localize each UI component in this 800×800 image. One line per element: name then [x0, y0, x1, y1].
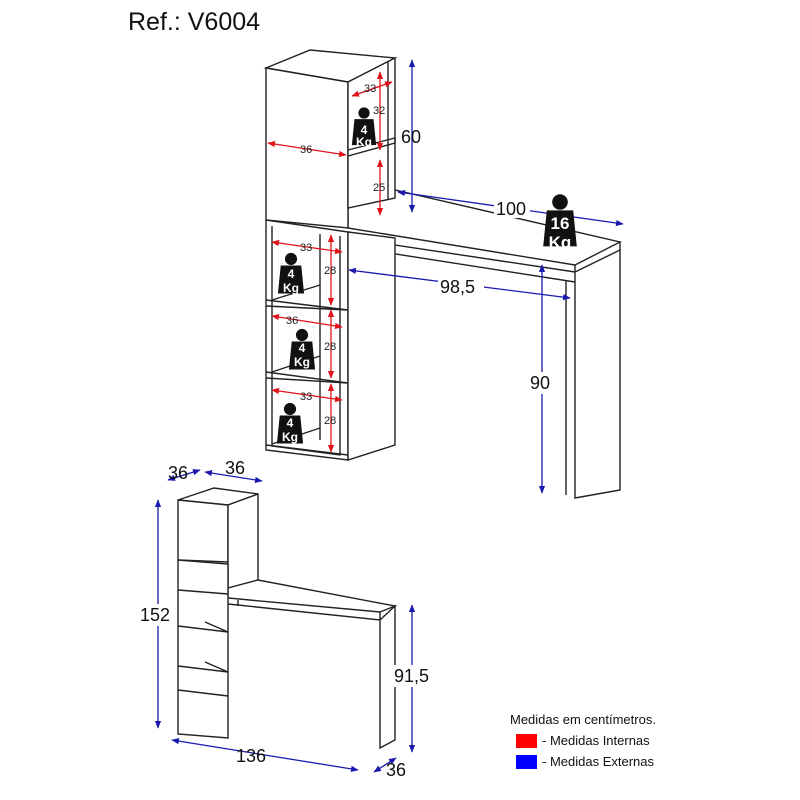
legend: Medidas em centímetros. - Medidas Intern… [510, 712, 656, 769]
svg-text:4: 4 [288, 267, 295, 281]
main-desk-drawing: 33 32 36 25 33 28 36 28 33 28 60 100 98,… [263, 49, 624, 499]
dim-shelf1-height: 28 [324, 265, 336, 277]
dim-shelf3-depth: 33 [300, 391, 312, 403]
red-swatch [516, 733, 537, 748]
blue-swatch [516, 754, 537, 769]
dim-overall-width-top: 36 [225, 458, 245, 478]
weight-icon: 4 Kg [288, 328, 316, 370]
svg-text:Kg: Kg [549, 233, 572, 252]
dim-shelf2-height: 28 [324, 341, 336, 353]
legend-item-external: - Medidas Externas [516, 754, 656, 769]
lower-tower-side [347, 231, 396, 461]
dim-door-width: 36 [300, 144, 312, 156]
svg-text:Kg: Kg [356, 135, 372, 149]
dim-overall-desk-height: 91,5 [394, 666, 429, 686]
desk-leg [574, 248, 621, 499]
svg-text:4: 4 [287, 416, 294, 430]
dim-top-depth: 33 [364, 83, 376, 95]
legend-title: Medidas em centímetros. [510, 712, 656, 727]
dim-desk-height: 90 [530, 373, 550, 393]
dim-upper-height: 60 [401, 127, 421, 147]
dim-top-height: 32 [373, 105, 385, 117]
dim-overall-depth-left: 36 [168, 463, 188, 483]
dim-overall-desk-depth: 36 [386, 760, 406, 780]
weight-icon: 4 Kg [351, 107, 377, 149]
dim-shelf2-depth: 36 [286, 315, 298, 327]
svg-text:Kg: Kg [283, 281, 299, 295]
svg-text:Kg: Kg [294, 355, 310, 369]
weight-icon: 4 Kg [276, 402, 304, 444]
svg-text:16: 16 [551, 214, 570, 233]
dim-overall-height: 152 [140, 605, 170, 625]
legend-item-internal: - Medidas Internas [516, 733, 656, 748]
weight-icon: 4 Kg [277, 252, 305, 295]
overall-dimensions-drawing: 36 36 152 91,5 136 36 [138, 458, 434, 780]
svg-text:4: 4 [361, 123, 368, 137]
legend-label: - Medidas Internas [542, 733, 650, 748]
heavy-weight-icon: 16 Kg [543, 194, 577, 252]
dim-shelf3-height: 28 [324, 415, 336, 427]
svg-text:Kg: Kg [282, 430, 298, 444]
dim-top-lower-height: 25 [373, 182, 385, 194]
dim-overall-total-width: 136 [236, 746, 266, 766]
reference-title: Ref.: V6004 [128, 8, 261, 36]
dim-desk-width: 100 [496, 199, 526, 219]
dim-desk-inner-width: 98,5 [440, 277, 475, 297]
svg-text:4: 4 [299, 341, 306, 355]
dim-shelf1-depth: 33 [300, 242, 312, 254]
legend-label: - Medidas Externas [542, 754, 654, 769]
